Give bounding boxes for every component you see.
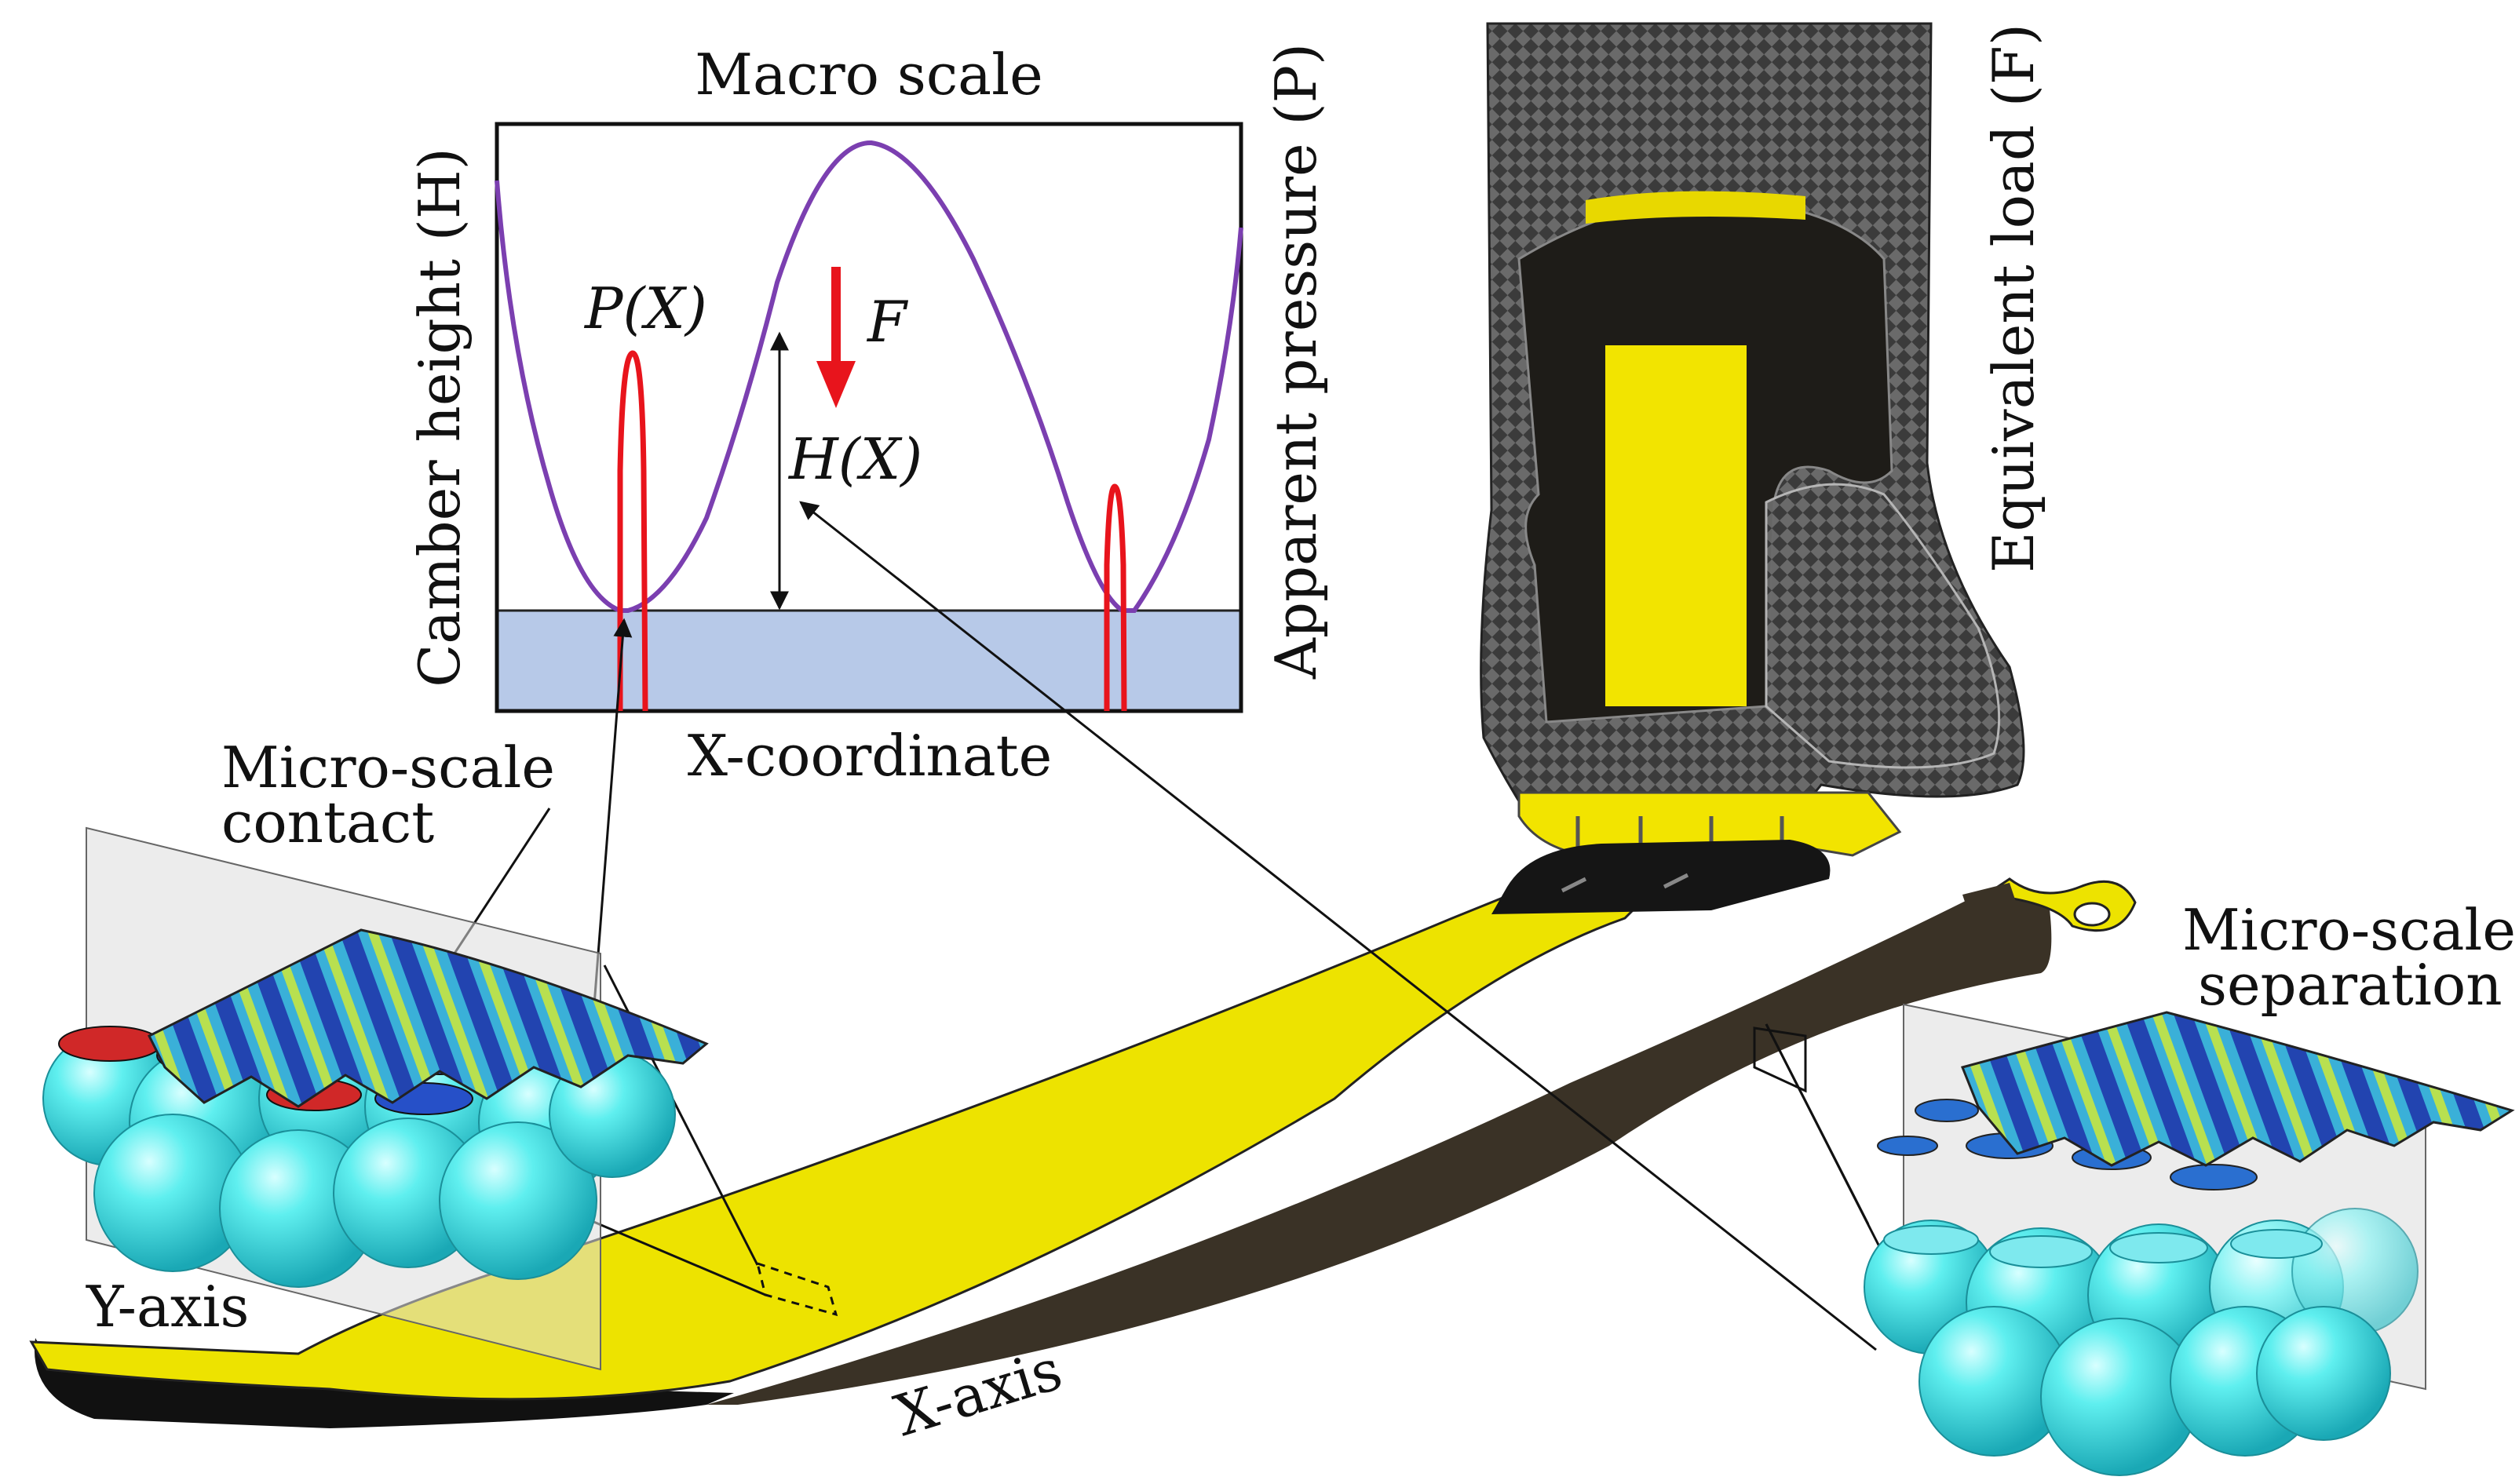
macro-scale-title: Macro scale [695,42,1042,108]
ski-boot [1480,22,2025,914]
force-arrow [816,267,856,408]
substrate-layer [497,611,1241,711]
y-axis-text: Y-axis [86,1274,249,1340]
asperity-spheres-right [1864,1208,2419,1476]
rough-surface-right [1960,1011,2515,1167]
rough-surface-left [147,928,709,1108]
contact-patch-box [755,1261,838,1317]
micro-separation-label-line2: separation [2198,952,2503,1018]
pressure-spike-right [1104,483,1127,712]
binding [1491,840,1831,914]
height-function-label: H(X) [787,426,922,492]
y-axis-label-right: Apparent pressure (P) [1263,43,1329,680]
pressure-function-label: P(X) [583,275,707,341]
plot-frame [495,122,1243,713]
macro-scale-plot: Macro scale Camber height (H) Apparent p… [407,42,1329,789]
ski-side-wall [706,895,2052,1405]
camber-height-curve [495,140,1243,613]
equivalent-load-label: Equivalent load (F) [1981,24,2046,573]
sphere-caps-right [1883,1225,2323,1268]
pressure-spike-left [617,350,648,712]
separated-patches-right [1877,1099,2258,1190]
micro-contact-label-line1: Micro-scale [221,735,555,800]
micro-contact-view [42,826,709,1371]
boot-yellow-strip [1605,345,1747,706]
x-axis-label: X-coordinate [688,723,1052,789]
micro-contact-label-line2: contact [221,789,434,855]
force-label: F [866,289,909,355]
micro-separation-view [1864,1003,2515,1476]
micro-separation-label-line1: Micro-scale [2182,897,2516,963]
y-axis-label-left: Camber height (H) [407,148,473,687]
